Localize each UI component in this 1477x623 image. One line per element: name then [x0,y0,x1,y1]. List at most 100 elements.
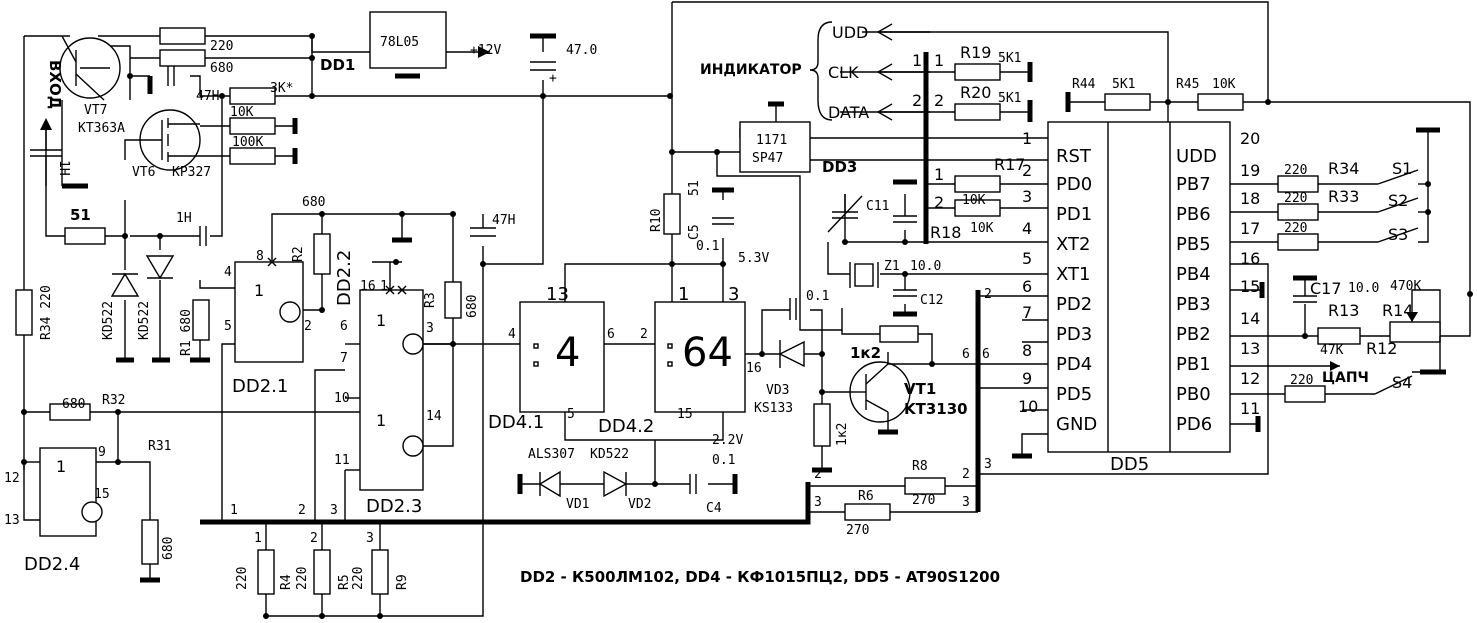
label-pins-p2: 2 [640,327,648,342]
dd2-1-label: DD2.1 [232,376,288,397]
label-dd5-left-8-name: PD5 [1056,384,1092,405]
label-dd5-left-1-name: PD0 [1056,174,1092,195]
label-pins-p16: 16 [746,361,762,376]
label-resistors-r13-val: 47K [1320,343,1344,358]
indicator-clk: CLK [828,63,859,82]
label-pins-p2: 2 [962,467,970,482]
z1-label: Z1 [884,259,900,274]
label-dd5-right-2-name: PB6 [1176,204,1211,225]
r5-label: R5 [337,574,352,590]
label-pins-p4: 4 [224,265,232,280]
switches [40,21,1441,395]
label-dd5-right-5-pin: 15 [1240,277,1260,296]
label-dd5-right-0-pin: 20 [1240,129,1260,148]
indicator-label: ИНДИКАТОР [700,62,802,78]
label-dd5-left-3-name: XT2 [1056,234,1090,255]
label-dd5-left-0-name: RST [1056,146,1092,167]
resistors [15,27,1441,595]
s4-label: S4 [1392,373,1412,392]
r45-label: R45 [1176,77,1199,92]
r2-label: R2 [291,246,306,262]
label-pins-p6: 6 [340,319,348,334]
r44-label: R44 [1072,77,1096,92]
label-dd5-right-8-name: PB0 [1176,384,1211,405]
vd3-type: KS133 [754,401,793,416]
r13-label: R13 [1328,301,1359,320]
label-dd5-left-4-pin: 5 [1022,249,1032,268]
label-pins-p15: 15 [94,487,110,502]
label-resistors-r20-val: 5K1 [998,91,1021,106]
label-pins-p1: 1 [254,531,262,546]
r32-val: 680 [62,397,85,412]
label-dd5-right-5-name: PB3 [1176,294,1211,315]
s2-label: S2 [1388,191,1408,210]
label-dd5-right-7-pin: 13 [1240,339,1260,358]
label-dd5-right-1-name: PB7 [1176,174,1211,195]
label-resistors-r4-val: 220 [235,567,250,590]
r-680-top: 680 [210,61,233,76]
c1n-b: 1H [176,211,192,226]
indicator-udd: UDD [832,23,868,42]
label-resistors-r17-val: 10K [962,193,986,208]
label-dd5-right-3-name: PB5 [1176,234,1211,255]
label-pins-p6: 6 [607,327,615,342]
r-vt1-e: 1к2 [835,423,850,446]
label-dd5-right-0-name: UDD [1176,146,1217,167]
r2-val: 680 [302,195,325,210]
caption: DD2 - К500ЛМ102, DD4 - КФ1015ПЦ2, DD5 - … [520,568,1000,586]
r33-label: R33 [1328,187,1359,206]
c47n-label: 47H [196,89,219,104]
c12-label: C12 [920,293,943,308]
kd522-a: KD522 [101,301,116,340]
r17-label: R17 [994,155,1025,174]
label-dd5-left-2-name: PD1 [1056,204,1092,225]
label-dd5-right-4-name: PB4 [1176,264,1211,285]
label-pins-p6: 6 [962,347,970,362]
r14-label: R14 [1382,301,1413,320]
label-pins-p14: 14 [426,409,442,424]
label-pins-p2: 2 [304,319,312,334]
vd2-label: VD2 [628,497,651,512]
dd4-1-sym: 4 [555,330,580,376]
label-dd5-left-7-pin: 8 [1022,341,1032,360]
c17-label: C17 [1310,279,1342,298]
label-dd5-left-5-pin: 6 [1022,277,1032,296]
label-pins-p7: 7 [340,351,348,366]
label-resistors-r9-val: 220 [351,567,366,590]
label-indicator-pins-2: 2 [912,91,922,110]
label-pins-p5: 5 [567,407,575,422]
label-dd5-right-8-pin: 12 [1240,369,1260,388]
dd4-1-label: DD4.1 [488,412,544,433]
r31-val: 680 [161,537,176,560]
label-indicator-pins-1: 1 [934,51,944,70]
label-pins-p11: 11 [334,453,350,468]
vt1-ref: VT1 [904,380,936,398]
dd3-label: DD3 [822,158,857,176]
label-dd5-left-3-pin: 4 [1022,219,1032,238]
label-pins-p3: 3 [984,457,992,472]
label-dd5-left-6-name: PD3 [1056,324,1092,345]
label-indicator-pins-3: 2 [934,91,944,110]
r9-label: R9 [395,574,410,590]
vd2-type: KD522 [590,447,629,462]
label-dd5-right-9-name: PD6 [1176,414,1212,435]
dd4-2-sym: 64 [682,330,733,376]
label-pins-p12: 12 [4,471,20,486]
c1n-a: 1H [56,160,71,176]
label-pins-p6: 6 [982,347,990,362]
label-dd5-right-9-pin: 11 [1240,399,1260,418]
label-pins-p10: 10 [334,391,350,406]
s1-label: S1 [1392,159,1412,178]
label-resistors-r8-val: 270 [912,493,935,508]
vt1-type: KT3130 [904,400,968,418]
label-resistors-r18-val: 10K [970,221,994,236]
wires [23,1,1471,617]
svg-text:+: + [549,71,557,86]
dd2-3-label: DD2.3 [366,496,422,517]
label-dd5-right-6-pin: 14 [1240,309,1260,328]
label-pins-p13: 13 [4,513,20,528]
vt6-ref: VT6 [132,165,155,180]
